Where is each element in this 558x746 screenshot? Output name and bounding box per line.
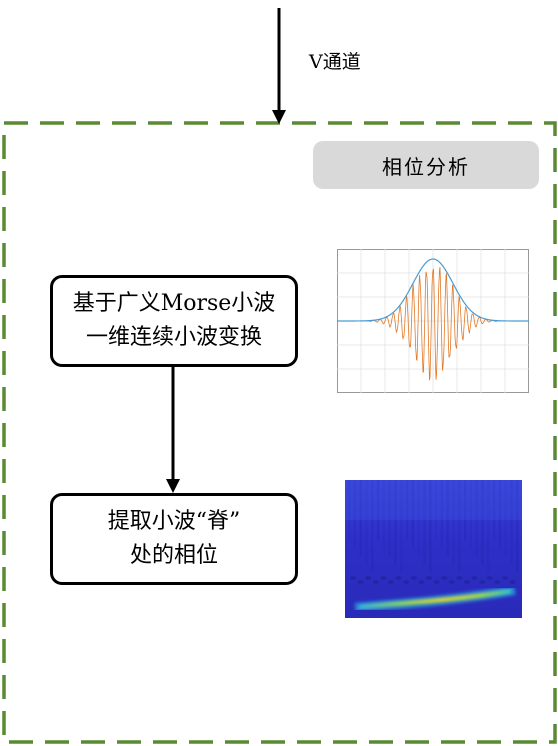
connector-arrowhead [166, 479, 180, 493]
ridge-phase-line1: 提取小波“脊” [107, 509, 241, 534]
morse-wavelet-plot [337, 249, 529, 393]
ridge-phase-node: 提取小波“脊” 处的相位 [50, 493, 298, 585]
input-channel-label: V通道 [309, 51, 361, 73]
input-arrowhead [272, 110, 286, 124]
wavelet-scalogram [345, 480, 522, 618]
ridge-phase-line2: 处的相位 [129, 543, 218, 568]
wavelet-transform-line1: 基于广义Morse小波 [72, 291, 276, 316]
wavelet-transform-line2: 一维连续小波变换 [85, 325, 262, 350]
group-title-tag: 相位分析 [313, 141, 539, 189]
wavelet-transform-node: 基于广义Morse小波 一维连续小波变换 [50, 275, 298, 367]
phase-analysis-group-border [2, 121, 557, 744]
